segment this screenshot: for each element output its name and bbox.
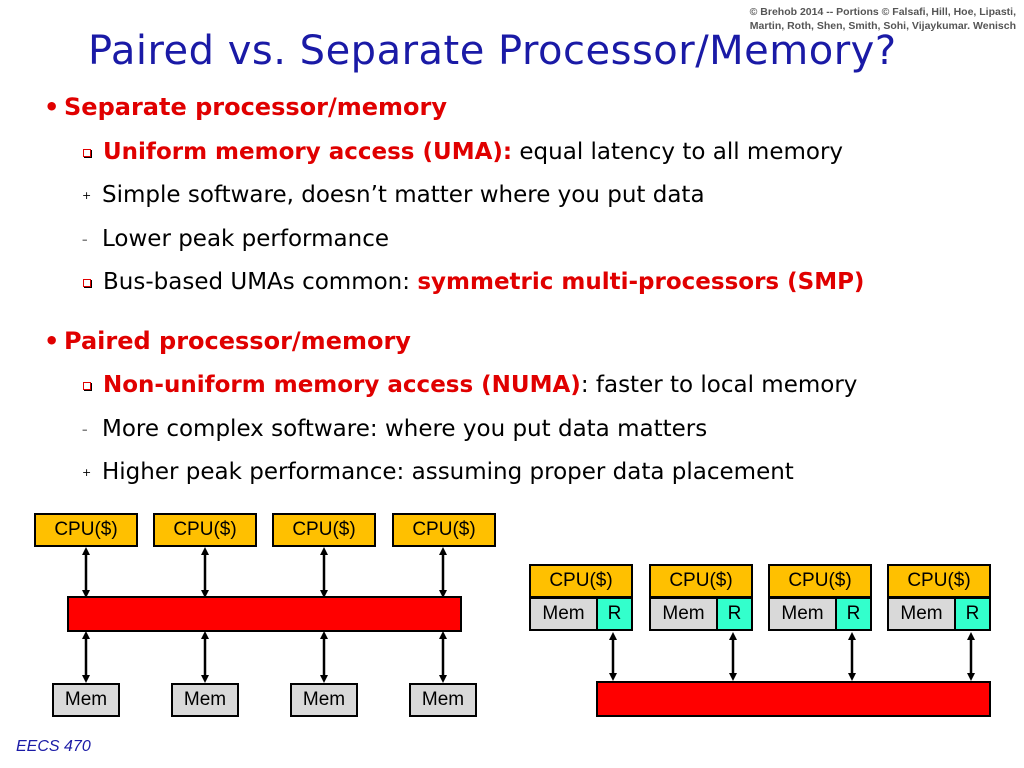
slide-title: Paired vs. Separate Processor/Memory? [88, 28, 897, 74]
uma-cpu-box: CPU($) [34, 513, 138, 547]
numa-interconnect-bus [596, 681, 991, 717]
numa-router-box: R [954, 597, 991, 631]
uma-mem-box: Mem [171, 683, 239, 717]
plus-marker-icon: + [82, 466, 92, 479]
separate-heading: Separate processor/memory [64, 93, 448, 121]
numa-mem-box: Mem [529, 597, 598, 631]
uma-mem-box: Mem [409, 683, 477, 717]
sub-bullet-complex-software: – More complex software: where you put da… [82, 416, 707, 442]
numa-mem-box: Mem [887, 597, 956, 631]
numa-cpu-box: CPU($) [887, 564, 991, 598]
numa-cpu-box: CPU($) [768, 564, 872, 598]
bullet-separate: •Separate processor/memory [44, 93, 447, 121]
sub-bullet-bus-based: Bus-based UMAs common: symmetric multi-p… [82, 269, 864, 295]
uma-mem-box: Mem [290, 683, 358, 717]
higher-peak-text: Higher peak performance: assuming proper… [102, 459, 794, 485]
numa-cpu-box: CPU($) [649, 564, 753, 598]
sub-bullet-uma: Uniform memory access (UMA): equal laten… [82, 139, 843, 165]
uma-term: Uniform memory access (UMA): [103, 139, 513, 165]
copyright-notice: © Brehob 2014 -- Portions © Falsafi, Hil… [750, 5, 1016, 33]
numa-desc: : faster to local memory [580, 372, 858, 398]
minus-marker-icon: – [82, 423, 88, 436]
uma-mem-box: Mem [52, 683, 120, 717]
numa-term: Non-uniform memory access (NUMA) [103, 372, 581, 398]
numa-cpu-box: CPU($) [529, 564, 633, 598]
numa-router-box: R [835, 597, 872, 631]
uma-desc: equal latency to all memory [512, 139, 844, 165]
minus-marker-icon: – [82, 233, 88, 246]
plus-marker-icon: + [82, 189, 92, 202]
bullet-dot-icon: • [44, 93, 60, 121]
uma-cpu-box: CPU($) [272, 513, 376, 547]
square-bullet-icon [83, 381, 91, 390]
complex-software-text: More complex software: where you put dat… [102, 416, 708, 442]
uma-shared-bus [67, 596, 462, 632]
sub-bullet-higher-peak: + Higher peak performance: assuming prope… [82, 459, 794, 485]
numa-router-box: R [716, 597, 753, 631]
sub-bullet-simple-software: + Simple software, doesn’t matter where y… [82, 182, 705, 208]
uma-cpu-box: CPU($) [392, 513, 496, 547]
simple-software-text: Simple software, doesn’t matter where yo… [102, 182, 705, 208]
numa-mem-box: Mem [649, 597, 718, 631]
uma-cpu-box: CPU($) [153, 513, 257, 547]
bullet-dot-icon: • [44, 327, 60, 355]
numa-mem-box: Mem [768, 597, 837, 631]
sub-bullet-numa: Non-uniform memory access (NUMA): faster… [82, 372, 857, 398]
course-footer: EECS 470 [16, 738, 91, 755]
copyright-line-2: Martin, Roth, Shen, Smith, Sohi, Vijayku… [749, 20, 1016, 32]
sub-bullet-lower-peak: – Lower peak performance [82, 226, 389, 252]
paired-heading: Paired processor/memory [64, 327, 411, 355]
copyright-line-1: © Brehob 2014 -- Portions © Falsafi, Hil… [749, 6, 1016, 18]
bullet-paired: •Paired processor/memory [44, 327, 411, 355]
smp-term: symmetric multi-processors (SMP) [417, 269, 865, 295]
bus-based-text: Bus-based UMAs common: [103, 269, 418, 295]
numa-router-box: R [596, 597, 633, 631]
square-bullet-icon [83, 148, 91, 157]
square-bullet-icon [83, 278, 91, 287]
lower-peak-text: Lower peak performance [102, 226, 389, 252]
